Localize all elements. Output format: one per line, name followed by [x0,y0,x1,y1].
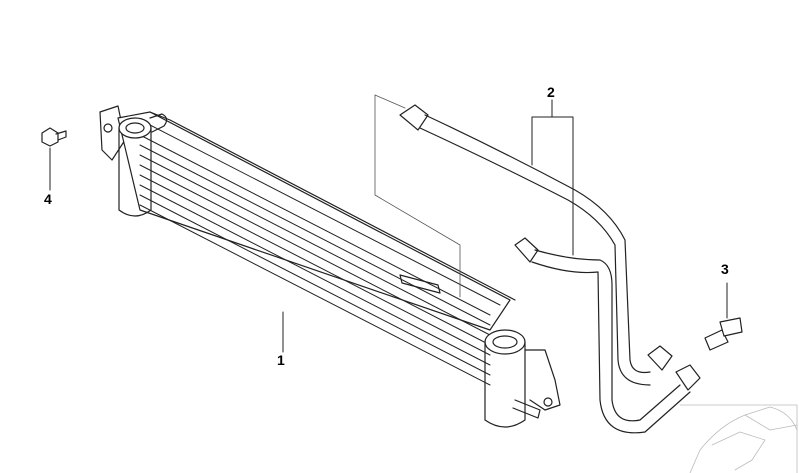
leader-lines [49,99,728,353]
banjo-bolt [704,317,743,351]
callout-4: 4 [44,191,52,207]
oil-lines [399,104,701,434]
callout-2: 2 [547,84,555,100]
reference-lines [374,94,461,298]
oil-cooler [99,105,561,428]
callout-3: 3 [721,261,729,277]
callout-1: 1 [277,352,285,368]
vehicle-thumbnail [679,404,798,473]
hex-bolt [41,127,67,147]
